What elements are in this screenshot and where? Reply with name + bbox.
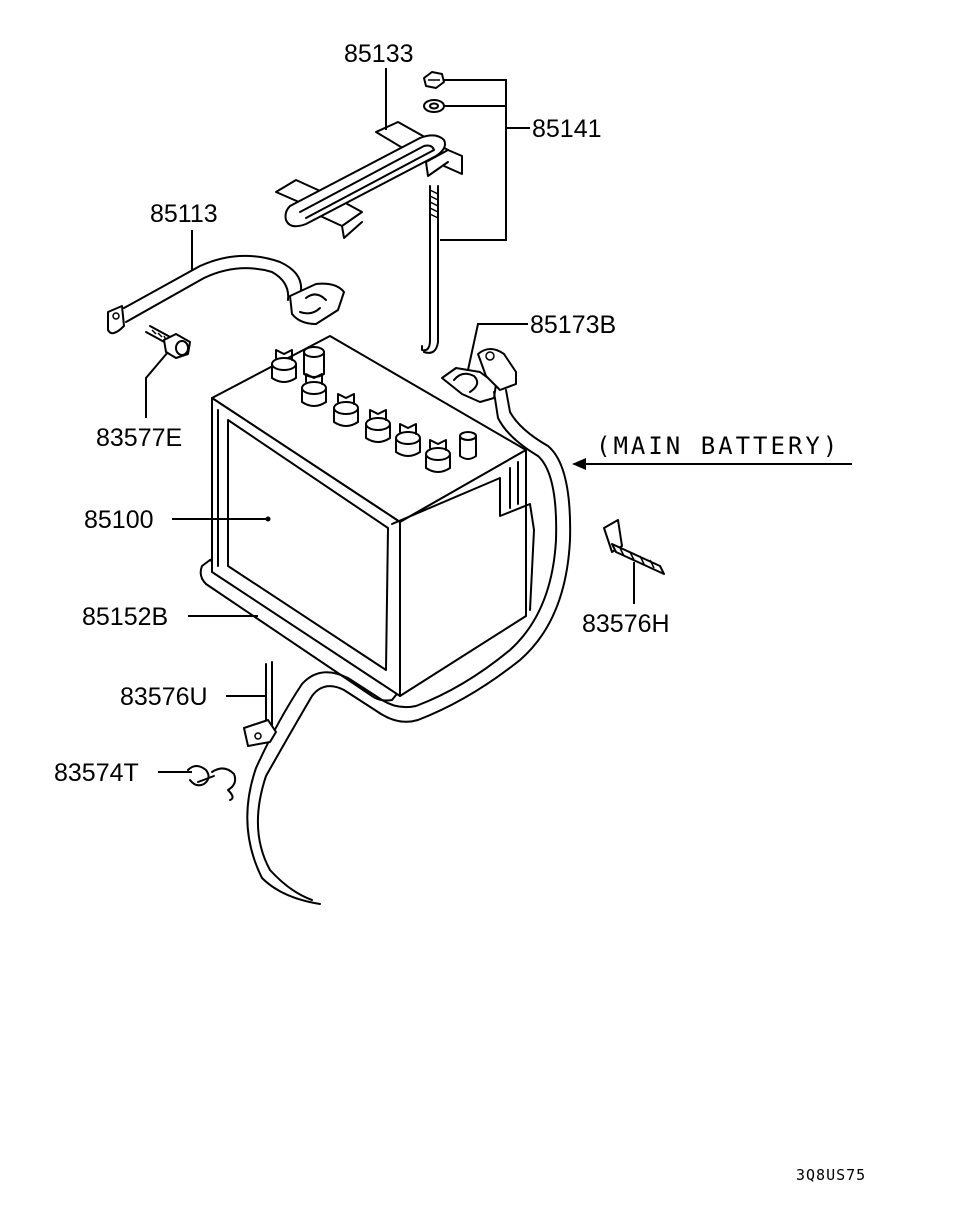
label-85113: 85113 — [150, 200, 218, 228]
clamp-u — [243, 661, 277, 747]
label-main-battery: (MAIN BATTERY) — [596, 432, 840, 460]
clamp-h — [603, 519, 665, 575]
battery — [199, 335, 535, 702]
vent-caps — [271, 349, 451, 473]
label-85152B: 85152B — [82, 603, 168, 631]
nut-washer-rod — [421, 71, 445, 354]
negative-cable — [107, 254, 345, 335]
label-83576H: 83576H — [582, 610, 670, 638]
bolt — [145, 325, 191, 359]
positive-cable — [246, 348, 572, 905]
hold-down-bracket — [275, 121, 463, 239]
leader-lines — [145, 68, 852, 773]
label-83574T: 83574T — [54, 759, 139, 787]
label-85173B: 85173B — [530, 311, 616, 339]
diagram-code: 3Q8US75 — [796, 1166, 866, 1184]
label-85133: 85133 — [344, 40, 414, 68]
label-85100: 85100 — [84, 506, 154, 534]
label-83576U: 83576U — [120, 683, 208, 711]
clip-t — [187, 765, 237, 801]
label-83577E: 83577E — [96, 424, 182, 452]
label-85141: 85141 — [532, 115, 602, 143]
